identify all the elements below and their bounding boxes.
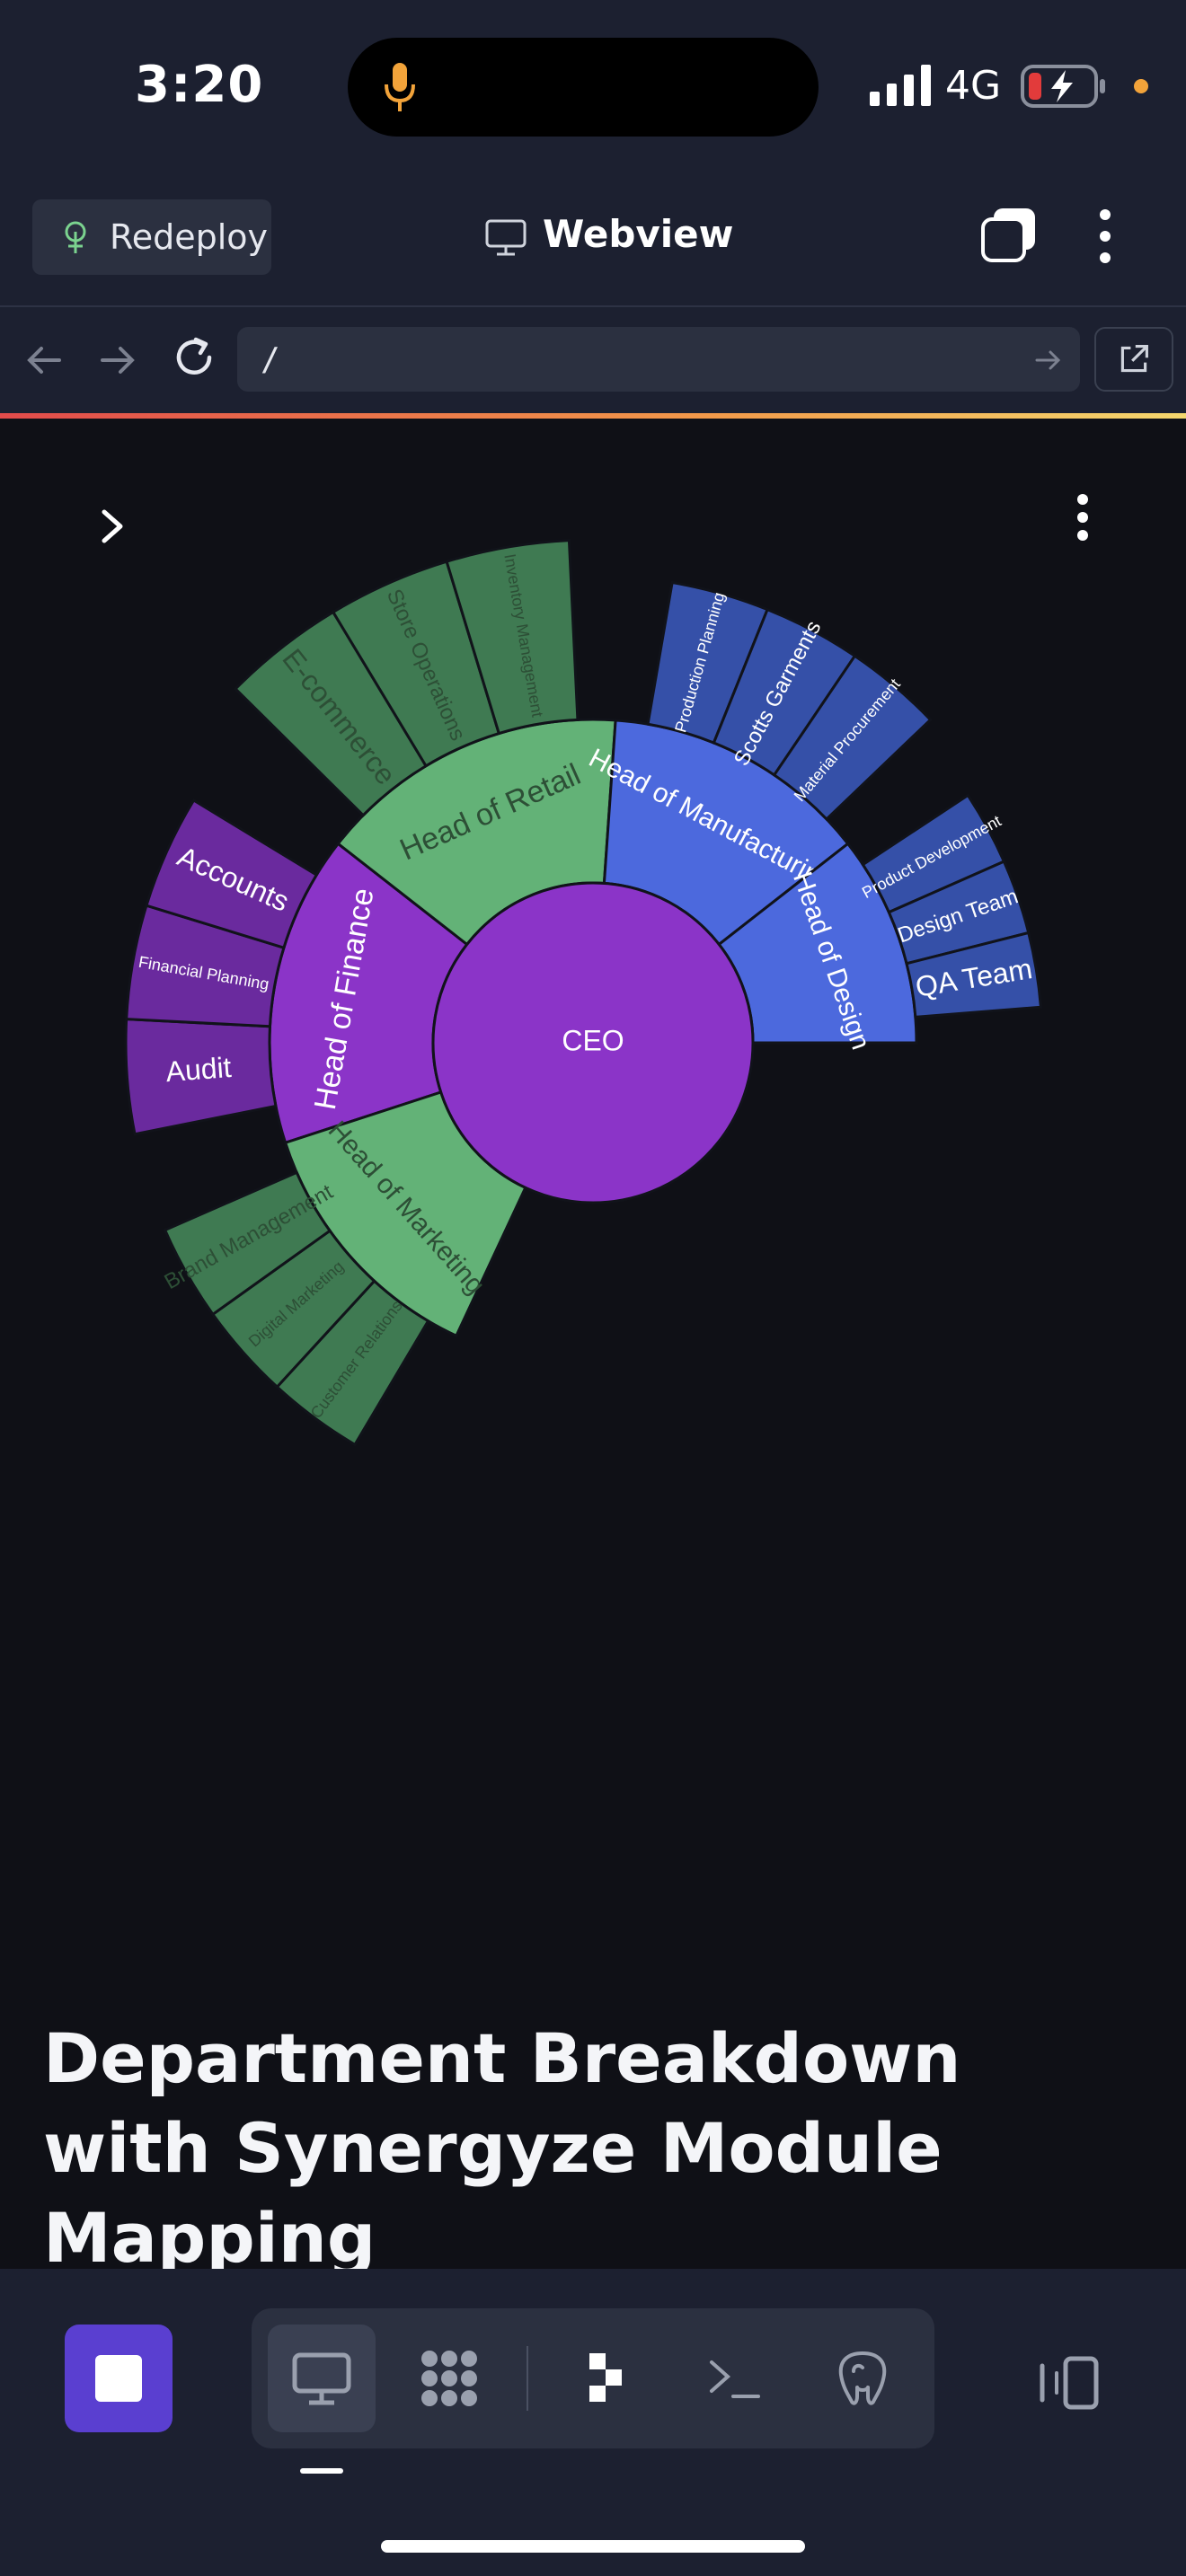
- terminal-tool-button[interactable]: [681, 2325, 789, 2432]
- sunburst-segment-ceo[interactable]: [431, 881, 755, 1204]
- deploy-icon: [65, 221, 86, 253]
- page-heading: Department Breakdown with Synergyze Modu…: [43, 2018, 961, 2278]
- chart-menu-icon[interactable]: [1069, 490, 1096, 548]
- database-tool-button[interactable]: [809, 2325, 916, 2432]
- tabs-icon[interactable]: [979, 205, 1039, 264]
- url-bar-row: [0, 307, 1186, 413]
- url-input[interactable]: [237, 327, 1080, 392]
- tool-divider: [527, 2346, 528, 2411]
- webview-tool-button[interactable]: [268, 2325, 376, 2432]
- packages-tool-button[interactable]: [395, 2325, 503, 2432]
- more-options-icon[interactable]: [1091, 207, 1120, 266]
- status-time: 3:20: [135, 56, 264, 114]
- microphone-icon: [385, 63, 415, 111]
- active-tab-indicator: [300, 2468, 343, 2474]
- sunburst-label-ceo: CEO: [562, 1024, 624, 1056]
- monitor-icon: [485, 219, 527, 256]
- status-bar: 3:20 4G: [0, 0, 1186, 180]
- dynamic-island: [348, 38, 819, 137]
- sunburst-segment-qa-team[interactable]: [905, 931, 1043, 1019]
- bottom-bar: [0, 2269, 1186, 2576]
- sunburst-segment-inventory-management[interactable]: [445, 539, 580, 736]
- reload-icon[interactable]: [171, 334, 217, 381]
- redeploy-label: Redeploy: [110, 217, 268, 257]
- app-toolbar: Redeploy Webview: [0, 180, 1186, 307]
- terminal-icon: [710, 2360, 760, 2398]
- loading-progress-line: [0, 413, 1186, 419]
- privacy-indicator: [1134, 79, 1148, 93]
- home-indicator: [381, 2540, 805, 2553]
- network-label: 4G: [945, 63, 1002, 109]
- battery-charging-icon: [1021, 65, 1105, 108]
- flow-icon: [589, 2353, 622, 2402]
- database-icon: [838, 2351, 887, 2405]
- panel-toggle-icon[interactable]: [1037, 2355, 1100, 2411]
- sunburst-label-audit: Audit: [164, 1051, 232, 1088]
- stop-icon: [95, 2355, 142, 2402]
- open-external-button[interactable]: [1094, 327, 1173, 392]
- go-arrow-icon[interactable]: [1033, 345, 1064, 375]
- stop-button[interactable]: [65, 2325, 173, 2432]
- tool-group: [252, 2308, 934, 2448]
- packages-icon: [421, 2351, 477, 2406]
- webview-icon: [292, 2352, 351, 2405]
- webview-label: Webview: [543, 212, 734, 256]
- external-link-icon: [1120, 345, 1148, 373]
- redeploy-button[interactable]: Redeploy: [32, 199, 271, 275]
- sunburst-segment-material-procurement[interactable]: [772, 654, 933, 822]
- back-arrow-icon[interactable]: [23, 340, 65, 381]
- signal-icon: [870, 65, 931, 106]
- flow-tool-button[interactable]: [553, 2325, 661, 2432]
- sunburst-segment-accounts[interactable]: [145, 798, 319, 950]
- sunburst-segment-brand-management[interactable]: [163, 1170, 332, 1317]
- chevron-right-icon[interactable]: [95, 505, 131, 548]
- forward-arrow-icon[interactable]: [97, 340, 138, 381]
